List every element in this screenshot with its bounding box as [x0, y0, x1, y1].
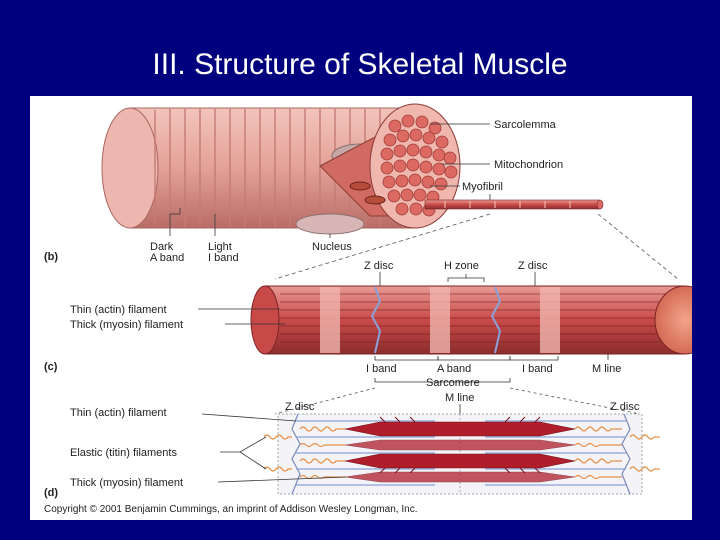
- c-z-disc-left-label: Z disc: [364, 260, 394, 272]
- a-band-label: A band: [150, 252, 184, 264]
- d-z-disc-right-label: Z disc: [610, 401, 640, 413]
- panel-c-label: (c): [44, 361, 58, 373]
- myofibril-label: Myofibril: [462, 181, 503, 193]
- d-thick-filament-label: Thick (myosin) filament: [70, 477, 183, 489]
- h-zone-label: H zone: [444, 260, 479, 272]
- titin-filament: [299, 426, 345, 432]
- muscle-diagram: Sarcolemma Mitochondrion Myofibril Dark …: [44, 103, 692, 515]
- sarcolemma-label: Sarcolemma: [494, 119, 557, 131]
- c-thin-filament-label: Thin (actin) filament: [70, 304, 167, 316]
- light-label: Light: [208, 241, 232, 253]
- c-a-band-label: A band: [437, 363, 471, 375]
- slide-title: III. Structure of Skeletal Muscle: [152, 48, 568, 81]
- c-z-disc-right-label: Z disc: [518, 260, 548, 272]
- sarcomere-filaments: [263, 413, 660, 495]
- i-band-label: I band: [208, 252, 239, 264]
- dark-label: Dark: [150, 241, 174, 253]
- myofibril-shape: [424, 199, 601, 210]
- d-thin-filament-label: Thin (actin) filament: [70, 407, 167, 419]
- thick-filament: [344, 421, 576, 437]
- c-m-line-label: M line: [592, 363, 621, 375]
- panel-b-label: (b): [44, 251, 58, 263]
- d-elastic-filaments-label: Elastic (titin) filaments: [70, 447, 177, 459]
- nucleus-label: Nucleus: [312, 241, 352, 253]
- panel-d-label: (d): [44, 487, 58, 499]
- c-i-band-right-label: I band: [522, 363, 553, 375]
- d-z-disc-left-label: Z disc: [285, 401, 315, 413]
- muscle-fiber: [101, 103, 604, 235]
- mitochondrion-shape: [349, 181, 371, 191]
- mitochondrion-label: Mitochondrion: [494, 159, 563, 171]
- myofibril-end: [654, 285, 692, 355]
- d-m-line-label: M line: [445, 392, 474, 404]
- figure-panel: Sarcolemma Mitochondrion Myofibril Dark …: [30, 96, 692, 520]
- copyright-text: Copyright © 2001 Benjamin Cummings, an i…: [44, 504, 417, 515]
- myofibril-segment: [250, 285, 692, 355]
- c-thick-filament-label: Thick (myosin) filament: [70, 319, 183, 331]
- sarcomere-label: Sarcomere: [426, 377, 480, 389]
- c-i-band-left-label: I band: [366, 363, 397, 375]
